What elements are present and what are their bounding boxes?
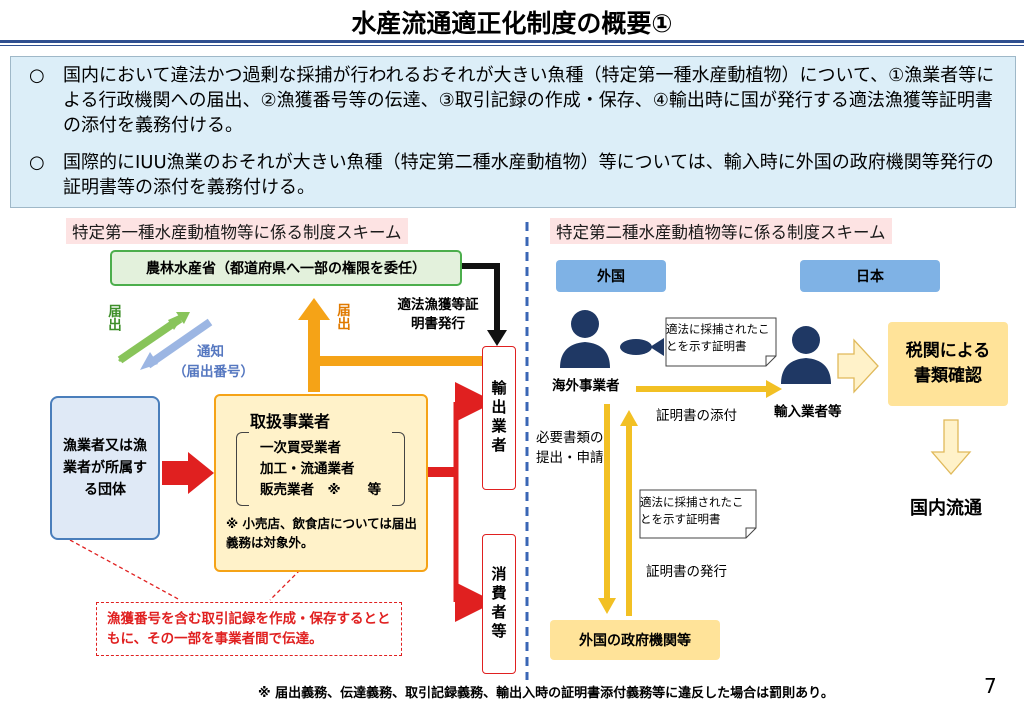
cert-issue-arrow-head — [487, 330, 507, 346]
domestic-arrow — [930, 419, 972, 475]
callout-line-right — [269, 569, 301, 601]
fisher-handler-arrow-shaft — [162, 461, 190, 485]
handler-branch — [428, 467, 454, 477]
notify-arrow-shaft — [117, 315, 183, 364]
notice-sub-label: （届出番号） — [173, 364, 254, 380]
notice-arrow-shaft — [145, 318, 213, 369]
cert-note-1-shape — [665, 317, 777, 367]
left-scheme-heading: 特定第一種水産動植物等に係る制度スキーム — [66, 218, 408, 244]
report-arrow-shaft — [308, 318, 320, 392]
cert-issue-arrow — [462, 263, 500, 334]
bullet-text: 国内において違法かつ過剰な採捕が行われるおそれが大きい魚種（特定第一種水産動植物… — [63, 65, 995, 136]
bullet-mark: ○ — [29, 152, 45, 173]
handler-box: 取扱事業者 一次買受業者 加工・流通業者 販売業者 ※ 等 ※ 小売店、飲食店に… — [214, 394, 428, 572]
importer-label: 輸入業者等 — [774, 404, 842, 420]
page-title: 水産流通適正化制度の概要① — [351, 9, 673, 38]
attach-arrow-shaft — [636, 386, 768, 392]
summary-box: ○ 国内において違法かつ過剰な採捕が行われるおそれが大きい魚種（特定第一種水産動… — [10, 56, 1016, 208]
bullet-mark: ○ — [29, 65, 45, 86]
handler-note: ※ 小売店、飲食店については届出義務は対象外。 — [226, 516, 417, 550]
consumer-box: 消費者等 — [482, 534, 516, 674]
summary-bullet-1: ○ 国内において違法かつ過剰な採捕が行われるおそれが大きい魚種（特定第一種水産動… — [29, 63, 1004, 138]
customs-arrow — [837, 338, 879, 394]
issue-arrow-shaft — [626, 424, 632, 616]
issue-arrow-head — [620, 410, 638, 426]
summary-bullet-2: ○ 国際的にIUU漁業のおそれが大きい魚種（特定第二種水産動植物）等については、… — [29, 150, 1004, 200]
notify-arrow-head — [168, 312, 186, 330]
attach-arrow-head — [766, 380, 782, 398]
handler-item: 販売業者 ※ 等 — [260, 482, 382, 498]
domestic-label: 国内流通 — [910, 498, 982, 519]
report-arrow-head — [298, 298, 330, 320]
right-scheme-heading: 特定第二種水産動植物等に係る制度スキーム — [550, 218, 892, 244]
attach-label: 証明書の添付 — [656, 408, 737, 424]
page-number: 7 — [984, 674, 997, 698]
cert-note-2-shape — [639, 489, 757, 539]
cert-issue-label: 適法漁獲等証明書発行 — [397, 297, 479, 332]
notice-label: 通知 — [197, 344, 224, 360]
overseas-operator-icon — [560, 310, 610, 368]
fisher-box: 漁業者又は漁業者が所属する団体 — [50, 396, 160, 540]
handler-item: 一次買受業者 — [260, 440, 341, 456]
foreign-pill: 外国 — [556, 260, 666, 292]
record-note: 漁獲番号を含む取引記録を作成・保存するとともに、その一部を事業者間で伝達。 — [96, 602, 402, 656]
request-arrow-shaft — [604, 404, 610, 598]
fisher-handler-arrow-head — [188, 452, 214, 494]
notice-arrow-head — [140, 352, 158, 370]
customs-box: 税関による書類確認 — [888, 322, 1008, 406]
bracket-right — [392, 432, 405, 506]
exporter-box: 輸出業者 — [482, 346, 516, 490]
importer-icon — [781, 326, 831, 384]
report-label: 届出 — [334, 303, 350, 330]
overseas-operator-label: 海外事業者 — [552, 378, 620, 394]
japan-pill: 日本 — [800, 260, 940, 292]
issue-label: 証明書の発行 — [646, 564, 727, 580]
foreign-gov-box: 外国の政府機関等 — [550, 620, 720, 660]
maff-box: 農林水産省（都道府県へ一部の権限を委任） — [110, 250, 462, 286]
bracket-left — [236, 432, 249, 506]
title-rule-thin — [0, 45, 1024, 46]
handler-title: 取扱事業者 — [250, 412, 331, 431]
request-arrow-head — [598, 598, 616, 614]
request-label: 必要書類の提出・申請 — [536, 430, 604, 466]
handler-item: 加工・流通業者 — [260, 461, 355, 477]
exporter-report-arrow — [316, 356, 490, 366]
fish-icon — [620, 338, 664, 356]
handler-items: 一次買受業者 加工・流通業者 販売業者 ※ 等 — [260, 438, 381, 501]
cert-note-2: 適法に採捕されたことを示す証明書 — [640, 495, 744, 526]
title-rule — [0, 40, 1024, 43]
bullet-text: 国際的にIUU漁業のおそれが大きい魚種（特定第二種水産動植物）等については、輸入… — [63, 152, 994, 198]
notify-label: 届出 — [105, 304, 121, 331]
callout-line-left — [69, 539, 181, 601]
footer-note: ※ 届出義務、伝達義務、取引記録義務、輸出入時の証明書添付義務等に違反した場合は… — [258, 686, 834, 701]
cert-note-1: 適法に採捕されたことを示す証明書 — [666, 322, 770, 353]
